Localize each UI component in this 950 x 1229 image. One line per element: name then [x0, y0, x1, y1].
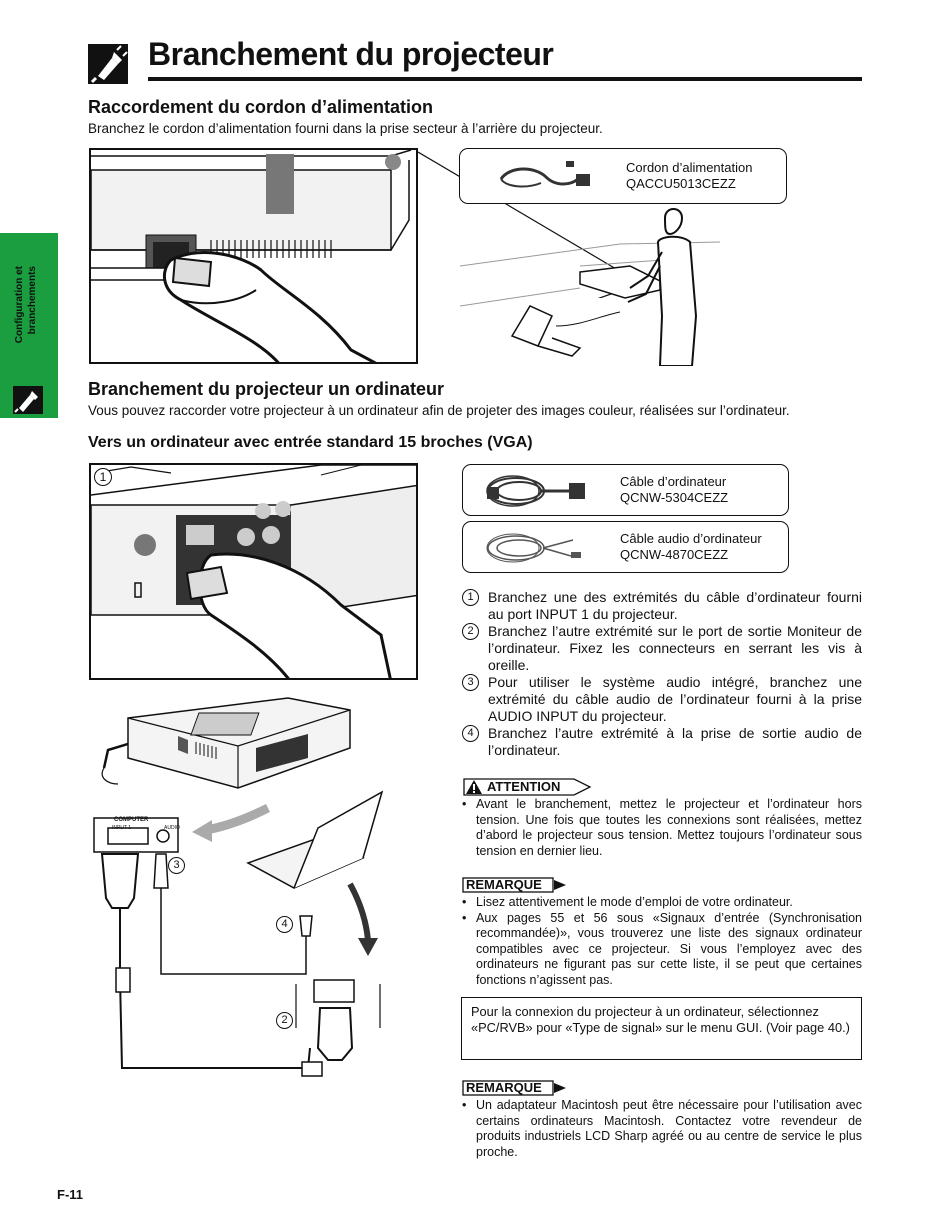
connection-steps: 1 Branchez une des extrémités du câble d…: [462, 589, 862, 759]
section-heading-computer: Branchement du projecteur un ordinateur: [88, 379, 445, 399]
port-label-audio: AUDIO: [164, 825, 180, 831]
remarque-badge: REMARQUE: [462, 1080, 568, 1097]
step-text: Branchez l’autre extrémité à la prise de…: [488, 725, 862, 758]
step-number: 3: [462, 674, 479, 691]
page-title: Branchement du projecteur: [148, 36, 554, 72]
subheading-vga: Vers un ordinateur avec entrée standard …: [88, 434, 533, 451]
computer-cable-image: [486, 475, 585, 507]
step-number: 4: [462, 725, 479, 742]
remarque-notes: Un adaptateur Macintosh peut être nécess…: [462, 1098, 862, 1160]
step-item: 3 Pour utiliser le système audio intégré…: [462, 674, 862, 725]
connection-icon: [13, 386, 43, 414]
step-item: 1 Branchez une des extrémités du câble d…: [462, 589, 862, 623]
title-rule: [148, 77, 862, 81]
panel-label: COMPUTER: [114, 817, 149, 823]
step-text: Branchez une des extrémités du câble d’o…: [488, 589, 862, 622]
side-tab-line2: branchements: [27, 266, 38, 335]
connection-icon: [88, 44, 128, 84]
marker-2: 2: [276, 1012, 293, 1029]
note-item: Avant le branchement, mettez le projecte…: [462, 797, 862, 859]
remarque-label: REMARQUE: [466, 1080, 542, 1095]
info-box: Pour la connexion du projecteur à un ord…: [461, 997, 862, 1060]
side-tab-label: Configuration et branchements: [14, 266, 48, 366]
attention-label: ATTENTION: [487, 779, 561, 794]
audio-cable-callout: Câble audio d’ordinateur QCNW-4870CEZZ: [462, 521, 789, 573]
note-item: Lisez attentivement le mode d’emploi de …: [462, 895, 862, 911]
section-heading-power: Raccordement du cordon d’alimentation: [88, 97, 434, 117]
side-tab-line1: Configuration et: [14, 266, 25, 344]
presenter-scene: [460, 208, 721, 366]
section-lead-computer: Vous pouvez raccorder votre projecteur à…: [88, 403, 790, 418]
computer-cable-code: QCNW-5304CEZZ: [620, 490, 729, 505]
marker-3: 3: [168, 857, 185, 874]
power-cord-image: [499, 161, 590, 188]
remarque-notes: Lisez attentivement le mode d’emploi de …: [462, 895, 862, 988]
section-lead-power: Branchez le cordon d’alimentation fourni…: [88, 121, 603, 136]
step-text: Branchez l’autre extrémité sur le port d…: [488, 623, 862, 673]
computer-cable-callout: Câble d’ordinateur QCNW-5304CEZZ: [462, 464, 789, 516]
marker-1: 1: [94, 468, 112, 486]
warning-triangle-icon: [466, 780, 482, 794]
remarque-label: REMARQUE: [466, 877, 542, 892]
port-label-input: INPUT 1: [112, 825, 132, 831]
vga-port-illustration: 1: [89, 463, 418, 680]
zoom-lines: [418, 151, 629, 298]
connection-diagram: [93, 697, 384, 1077]
attention-badge: ATTENTION: [462, 778, 594, 796]
computer-cable-label: Câble d’ordinateur: [620, 474, 727, 489]
step-number: 2: [462, 623, 479, 640]
power-cord-callout: Cordon d’alimentation QACCU5013CEZZ: [459, 148, 787, 204]
step-item: 4 Branchez l’autre extrémité à la prise …: [462, 725, 862, 759]
remarque-badge: REMARQUE: [462, 877, 568, 894]
power-cord-code: QACCU5013CEZZ: [626, 176, 736, 191]
audio-cable-label: Câble audio d’ordinateur: [620, 531, 762, 546]
note-item: Un adaptateur Macintosh peut être nécess…: [462, 1098, 862, 1160]
power-cord-illustration: [89, 148, 418, 364]
page-number: F-11: [57, 1187, 84, 1202]
marker-4: 4: [276, 916, 293, 933]
step-item: 2 Branchez l’autre extrémité sur le port…: [462, 623, 862, 674]
audio-cable-code: QCNW-4870CEZZ: [620, 547, 729, 562]
step-text: Pour utiliser le système audio intégré, …: [488, 674, 862, 724]
attention-notes: Avant le branchement, mettez le projecte…: [462, 797, 862, 859]
power-cord-label: Cordon d’alimentation: [626, 160, 753, 175]
audio-cable-image: [486, 533, 581, 563]
note-item: Aux pages 55 et 56 sous «Signaux d’entré…: [462, 911, 862, 989]
step-number: 1: [462, 589, 479, 606]
